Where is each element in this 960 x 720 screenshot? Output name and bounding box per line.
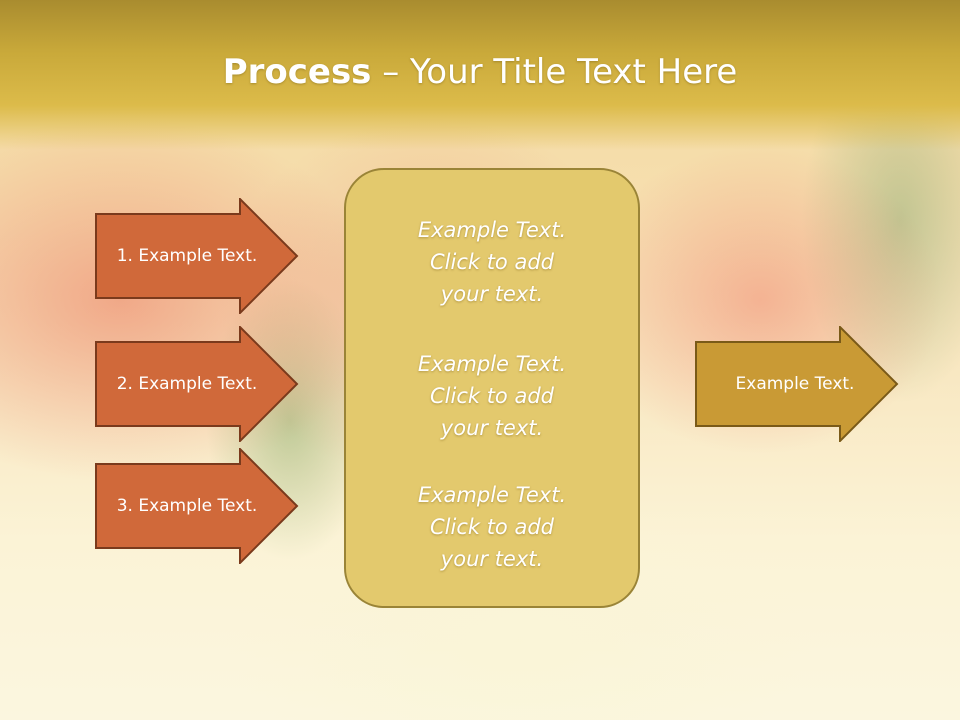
arrow-shape-3	[95, 448, 299, 564]
output-label: Example Text.	[735, 374, 855, 394]
process-step-arrow-2[interactable]: 2. Example Text.	[95, 326, 299, 442]
arrow-shape-1	[95, 198, 299, 314]
output-arrow-shape	[695, 326, 899, 442]
slide-title[interactable]: Process – Your Title Text Here	[0, 52, 960, 92]
center-line: Click to add	[429, 515, 554, 539]
center-text-block-3: Example Text. Click to add your text.	[346, 479, 638, 575]
center-line: Example Text.	[417, 352, 567, 376]
center-line: Click to add	[429, 250, 554, 274]
process-step-arrow-1[interactable]: 1. Example Text.	[95, 198, 299, 314]
title-rest: – Your Title Text Here	[371, 52, 738, 92]
step-label-2: 2. Example Text.	[116, 374, 258, 394]
center-line: your text.	[440, 547, 544, 571]
center-line: Click to add	[429, 384, 554, 408]
step-label-1: 1. Example Text.	[116, 246, 258, 266]
center-line: your text.	[440, 282, 544, 306]
center-text-block-1: Example Text. Click to add your text.	[346, 214, 638, 310]
center-text-box[interactable]: Example Text. Click to add your text. Ex…	[344, 168, 640, 608]
output-arrow[interactable]: Example Text.	[695, 326, 899, 442]
process-step-arrow-3[interactable]: 3. Example Text.	[95, 448, 299, 564]
step-label-3: 3. Example Text.	[116, 496, 258, 516]
title-bold: Process	[222, 52, 372, 92]
center-line: Example Text.	[417, 483, 567, 507]
center-line: Example Text.	[417, 218, 567, 242]
arrow-shape-2	[95, 326, 299, 442]
center-line: your text.	[440, 416, 544, 440]
title-band	[0, 0, 960, 150]
center-text-block-2: Example Text. Click to add your text.	[346, 348, 638, 444]
